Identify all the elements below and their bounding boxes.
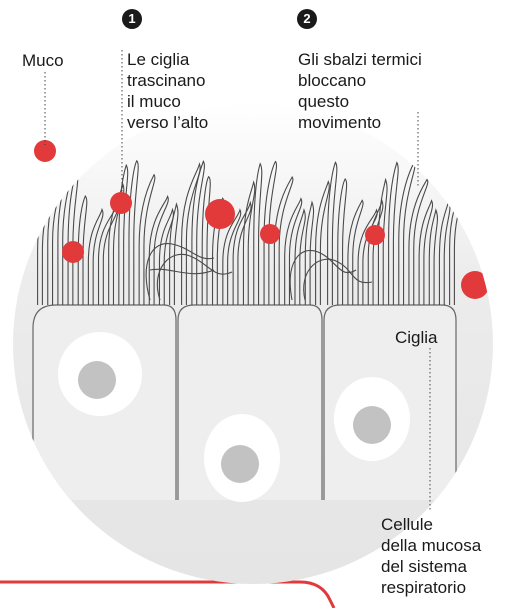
mucus-dot [62, 241, 84, 263]
label-step2-line: questo [298, 91, 422, 112]
label-cellule-line: Cellule [381, 514, 481, 535]
mucus-dot-floating [34, 140, 56, 162]
label-cellule-line: della mucosa [381, 535, 481, 556]
step-2-badge: 2 [297, 9, 317, 29]
red-frame-line [0, 582, 334, 608]
step-1-badge: 1 [122, 9, 142, 29]
label-step2-line: movimento [298, 112, 422, 133]
label-cellule-line: respiratorio [381, 577, 481, 598]
nucleus-2-inner [221, 445, 259, 483]
mucus-dot [365, 225, 385, 245]
label-step2-line: bloccano [298, 70, 422, 91]
label-step2-line: Gli sbalzi termici [298, 49, 422, 70]
nucleus-3-inner [353, 406, 391, 444]
nucleus-1-inner [78, 361, 116, 399]
label-step1-line: verso l’alto [127, 112, 208, 133]
mucus-dot [205, 199, 235, 229]
label-muco: Muco [22, 50, 64, 71]
label-cellule: Cellule della mucosa del sistema respira… [381, 514, 481, 598]
label-step1: Le ciglia trascinano il muco verso l’alt… [127, 49, 208, 133]
label-step1-line: Le ciglia [127, 49, 208, 70]
label-step2: Gli sbalzi termici bloccano questo movim… [298, 49, 422, 133]
mucus-dot [461, 271, 489, 299]
label-step1-line: il muco [127, 91, 208, 112]
mucus-dot [260, 224, 280, 244]
label-ciglia: Ciglia [395, 327, 438, 348]
label-step1-line: trascinano [127, 70, 208, 91]
label-cellule-line: del sistema [381, 556, 481, 577]
mucus-dot [110, 192, 132, 214]
